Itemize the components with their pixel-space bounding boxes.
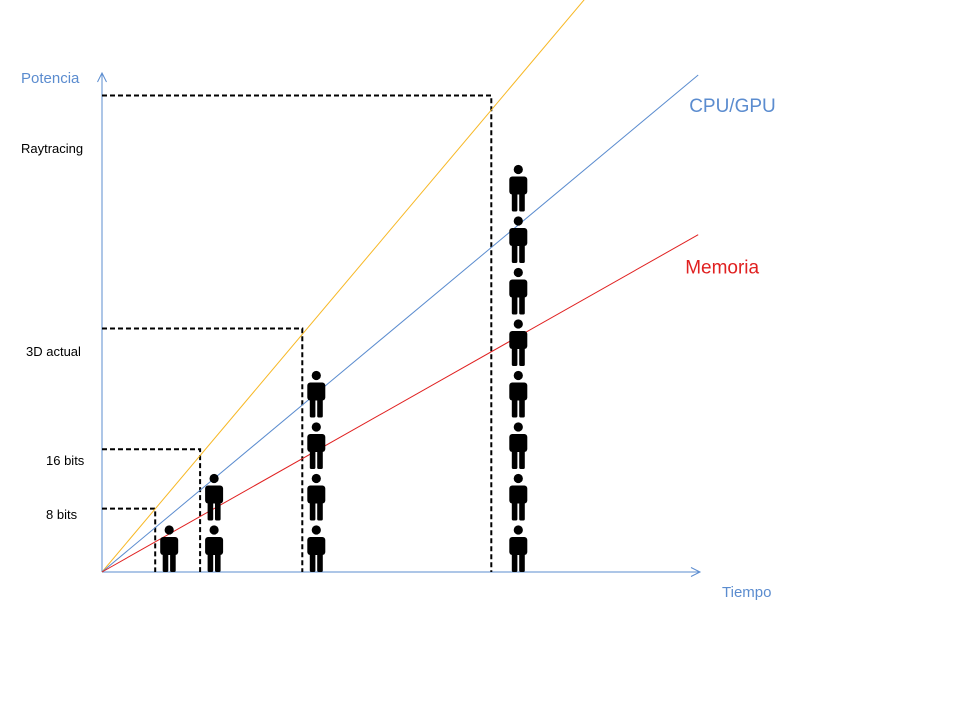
people-stacks <box>160 164 528 572</box>
x-axis-title: Tiempo <box>722 584 771 601</box>
level-label-16-bits: 16 bits <box>46 453 85 468</box>
series-line-capacidad <box>101 0 585 573</box>
level-guides <box>102 94 493 572</box>
person-icon <box>509 422 528 469</box>
level-label-raytracing: Raytracing <box>21 141 83 156</box>
person-icon <box>509 164 528 212</box>
level-guide-8-bits <box>102 507 157 572</box>
level-label-8-bits: 8 bits <box>46 507 78 522</box>
person-icon <box>307 525 326 572</box>
y-axis-title: Potencia <box>21 70 80 87</box>
level-guide-raytracing <box>102 94 493 572</box>
series-line-memoria <box>101 234 699 573</box>
person-icon <box>509 216 528 263</box>
series-line-cpu-gpu <box>101 74 699 573</box>
series-label-memoria: Memoria <box>685 258 759 279</box>
person-icon <box>509 319 528 366</box>
axes: Potencia Tiempo <box>21 70 771 601</box>
level-label-3d-actual: 3D actual <box>26 344 81 359</box>
level-guide-16-bits <box>102 448 202 572</box>
person-icon <box>509 473 528 521</box>
person-icon <box>205 525 224 572</box>
person-icon <box>307 370 326 418</box>
level-guide-3d-actual <box>102 327 304 572</box>
person-icon <box>509 267 528 315</box>
person-icon <box>205 473 224 521</box>
person-icon <box>509 525 528 572</box>
x-axis-arrow-icon <box>690 567 702 577</box>
series-lines <box>101 0 699 573</box>
series-label-cpu-gpu: CPU/GPU <box>689 96 776 117</box>
person-icon <box>160 525 179 572</box>
person-icon <box>307 422 326 469</box>
person-icon <box>307 473 326 521</box>
y-axis-arrow-icon <box>97 71 107 83</box>
person-icon <box>509 370 528 418</box>
